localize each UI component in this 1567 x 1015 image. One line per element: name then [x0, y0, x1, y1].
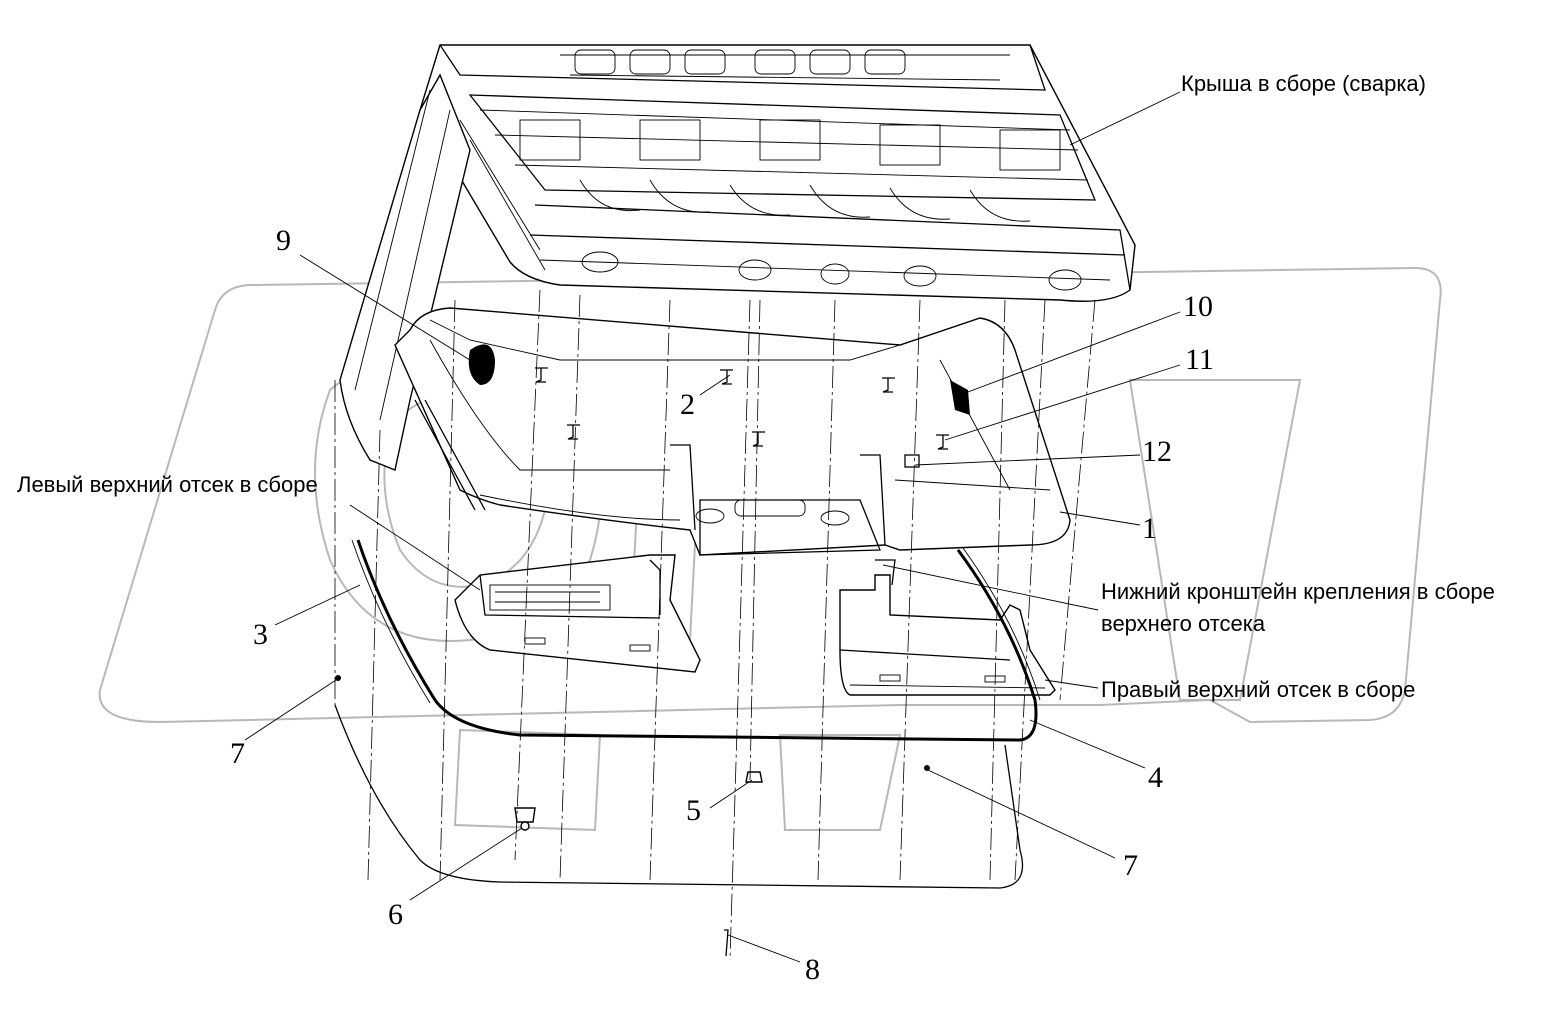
- upper-trim-panel: [394, 307, 1071, 556]
- left-upper-compartment: [454, 554, 701, 673]
- caption-bracket-line2: верхнего отсека: [1101, 610, 1266, 636]
- caption-right-compartment: Правый верхний отсек в сборе: [1101, 677, 1416, 702]
- caption-left-compartment: Левый верхний отсек в сборе: [17, 472, 318, 497]
- callout-10: 10: [1183, 290, 1213, 323]
- leader-lines: [244, 91, 1181, 963]
- callout-3: 3: [253, 618, 268, 651]
- right-upper-compartment: [839, 559, 1056, 696]
- caption-bracket: Нижний кронштейн крепления в сборе верхн…: [1101, 576, 1495, 640]
- callout-1: 1: [1142, 512, 1157, 545]
- callout-9: 9: [276, 224, 291, 257]
- callout-6: 6: [388, 898, 403, 931]
- roof-assembly: [339, 44, 1136, 471]
- callout-7-right: 7: [1123, 849, 1138, 882]
- alignment-lines: [334, 289, 1096, 961]
- callout-5: 5: [686, 794, 701, 827]
- caption-bracket-line1: Нижний кронштейн крепления в сборе: [1101, 579, 1495, 604]
- callout-7-left: 7: [230, 737, 245, 770]
- callout-12: 12: [1142, 435, 1172, 468]
- seal-strip: [351, 539, 1041, 742]
- callout-11: 11: [1185, 343, 1214, 376]
- fasteners: [335, 367, 949, 957]
- callout-8: 8: [805, 953, 820, 986]
- lower-contour: [334, 704, 1024, 889]
- callout-4: 4: [1148, 761, 1163, 794]
- watermark-logo: [98, 266, 1442, 832]
- caption-roof: Крыша в сборе (сварка): [1181, 71, 1426, 96]
- callout-2: 2: [680, 388, 695, 421]
